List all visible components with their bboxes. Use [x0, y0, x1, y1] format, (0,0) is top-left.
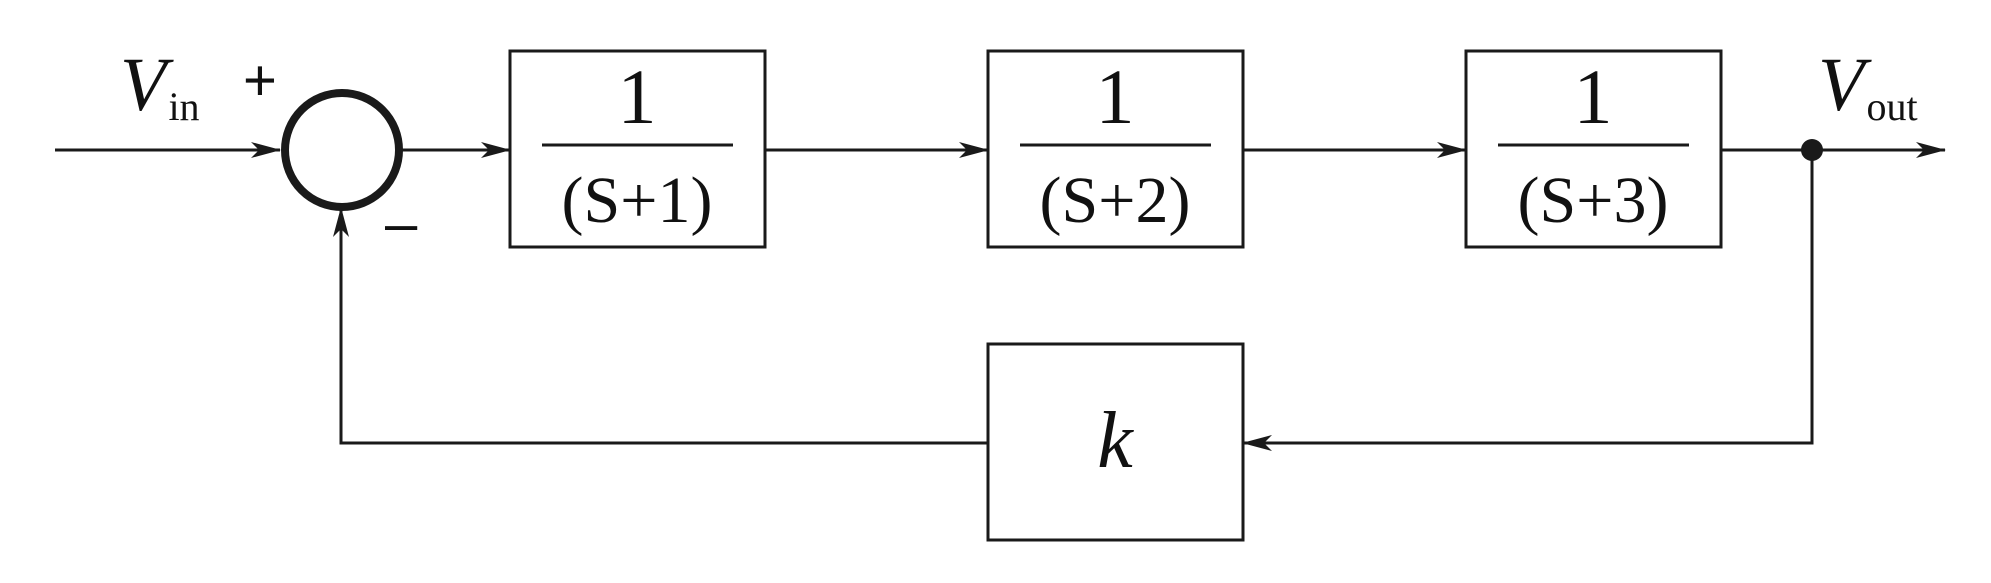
block1-numerator: 1	[618, 53, 657, 140]
minus-sign: –	[385, 191, 418, 256]
feedback-gain-label: k	[1097, 397, 1134, 485]
block2-denominator: (S+2)	[1040, 164, 1191, 237]
output-label-sub: out	[1866, 84, 1917, 129]
input-label-main: V	[120, 43, 174, 127]
output-label-main: V	[1818, 43, 1872, 127]
summing-junction	[281, 89, 403, 211]
block3-denominator: (S+3)	[1518, 164, 1669, 237]
input-label-sub: in	[168, 84, 199, 129]
transfer-block-1: 1 (S+1)	[508, 49, 767, 249]
transfer-block-3: 1 (S+3)	[1464, 49, 1723, 249]
transfer-block-2: 1 (S+2)	[986, 49, 1245, 249]
block1-denominator: (S+1)	[562, 164, 713, 237]
block3-numerator: 1	[1574, 53, 1613, 140]
plus-sign: +	[243, 48, 277, 113]
feedback-gain-block: k	[986, 342, 1245, 542]
input-label: Vin	[120, 43, 200, 129]
output-label: Vout	[1818, 43, 1918, 129]
feedback-line-to-gain	[1242, 150, 1814, 451]
block2-numerator: 1	[1096, 53, 1135, 140]
feedback-line-to-junction	[333, 207, 988, 445]
